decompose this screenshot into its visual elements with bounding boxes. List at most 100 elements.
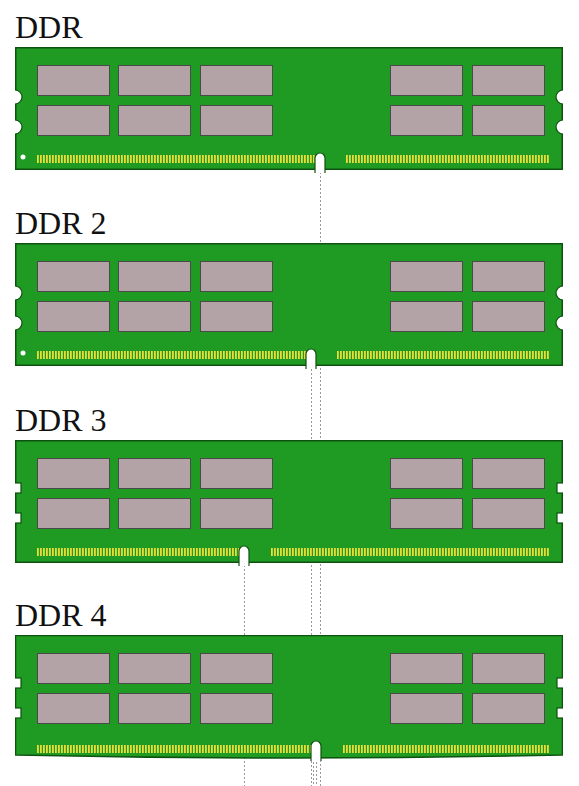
contact-pin (226, 745, 228, 753)
contact-pin (301, 351, 303, 359)
contact-pin (547, 351, 549, 359)
contact-pin (442, 351, 444, 359)
memory-chip (473, 262, 545, 292)
contact-pin (508, 548, 510, 556)
contact-pin (238, 745, 240, 753)
contact-pin (181, 548, 183, 556)
contact-pin (451, 548, 453, 556)
side-notch (556, 120, 563, 134)
contact-pin (70, 745, 72, 753)
side-notch (15, 678, 21, 688)
contact-pin (427, 745, 429, 753)
contact-pin (241, 155, 243, 163)
contact-pin (64, 548, 66, 556)
contact-pin (307, 548, 309, 556)
contact-pin (82, 745, 84, 753)
contact-pin (520, 548, 522, 556)
contact-pin (493, 548, 495, 556)
memory-chip (391, 654, 463, 684)
contact-pin (97, 548, 99, 556)
contact-pin (286, 155, 288, 163)
contact-pin (199, 351, 201, 359)
contact-pin (346, 155, 348, 163)
contact-pin (64, 351, 66, 359)
contact-pin (163, 155, 165, 163)
contact-pin (70, 351, 72, 359)
contact-pin (211, 155, 213, 163)
contact-pin (130, 745, 132, 753)
contact-pin (142, 745, 144, 753)
contact-pin (418, 745, 420, 753)
contact-pin (139, 745, 141, 753)
contact-pin (292, 745, 294, 753)
contact-pin (385, 155, 387, 163)
contact-pin (130, 548, 132, 556)
key-notch (239, 546, 249, 566)
side-notch (15, 90, 22, 104)
contact-pin (241, 351, 243, 359)
contact-pin (103, 745, 105, 753)
contact-pin (121, 745, 123, 753)
pcb-board (16, 441, 563, 563)
contact-pin (391, 745, 393, 753)
contact-pin (406, 155, 408, 163)
contact-pin (217, 548, 219, 556)
contact-pin (463, 351, 465, 359)
contact-pin (367, 548, 369, 556)
contact-pin (187, 548, 189, 556)
contact-pin (346, 745, 348, 753)
contact-pin (268, 351, 270, 359)
contact-pin (223, 745, 225, 753)
contact-pin (517, 351, 519, 359)
mount-dot (21, 155, 26, 160)
contact-pin (190, 548, 192, 556)
contact-pin (73, 745, 75, 753)
contact-pin (61, 351, 63, 359)
contact-pin (88, 351, 90, 359)
contact-pin (439, 745, 441, 753)
contact-pin (235, 548, 237, 556)
contact-pin (442, 745, 444, 753)
contact-pin (190, 351, 192, 359)
contact-pin (115, 155, 117, 163)
contact-pin (82, 548, 84, 556)
contact-pin (70, 155, 72, 163)
memory-chip (201, 459, 273, 489)
contact-pin (187, 155, 189, 163)
contact-pin (472, 351, 474, 359)
contact-pin (52, 351, 54, 359)
contact-pin (184, 548, 186, 556)
contact-pin (154, 745, 156, 753)
module-label: DDR 3 (15, 403, 107, 437)
contact-pin (433, 155, 435, 163)
contact-pin (73, 351, 75, 359)
contact-pin (256, 155, 258, 163)
contact-pin (439, 155, 441, 163)
guide-line (316, 762, 317, 786)
contact-pin (103, 351, 105, 359)
contact-pin (55, 745, 57, 753)
contact-pin (157, 155, 159, 163)
contact-pin (496, 155, 498, 163)
contact-pin (133, 351, 135, 359)
side-notch (15, 483, 21, 493)
contact-pin (184, 155, 186, 163)
contact-pin (127, 351, 129, 359)
contact-pin (523, 548, 525, 556)
contact-pin (379, 155, 381, 163)
contact-pin (379, 548, 381, 556)
contact-pin (376, 155, 378, 163)
module-label: DDR 2 (15, 206, 107, 240)
contact-pin (343, 351, 345, 359)
contact-pin (271, 351, 273, 359)
contact-pin (205, 155, 207, 163)
contact-pin (205, 351, 207, 359)
contact-pin (232, 155, 234, 163)
contact-pin (394, 548, 396, 556)
contact-pin (151, 745, 153, 753)
memory-chip (38, 654, 110, 684)
contact-pin (487, 351, 489, 359)
contact-pin (367, 155, 369, 163)
contact-pin (145, 351, 147, 359)
contact-pin (529, 548, 531, 556)
